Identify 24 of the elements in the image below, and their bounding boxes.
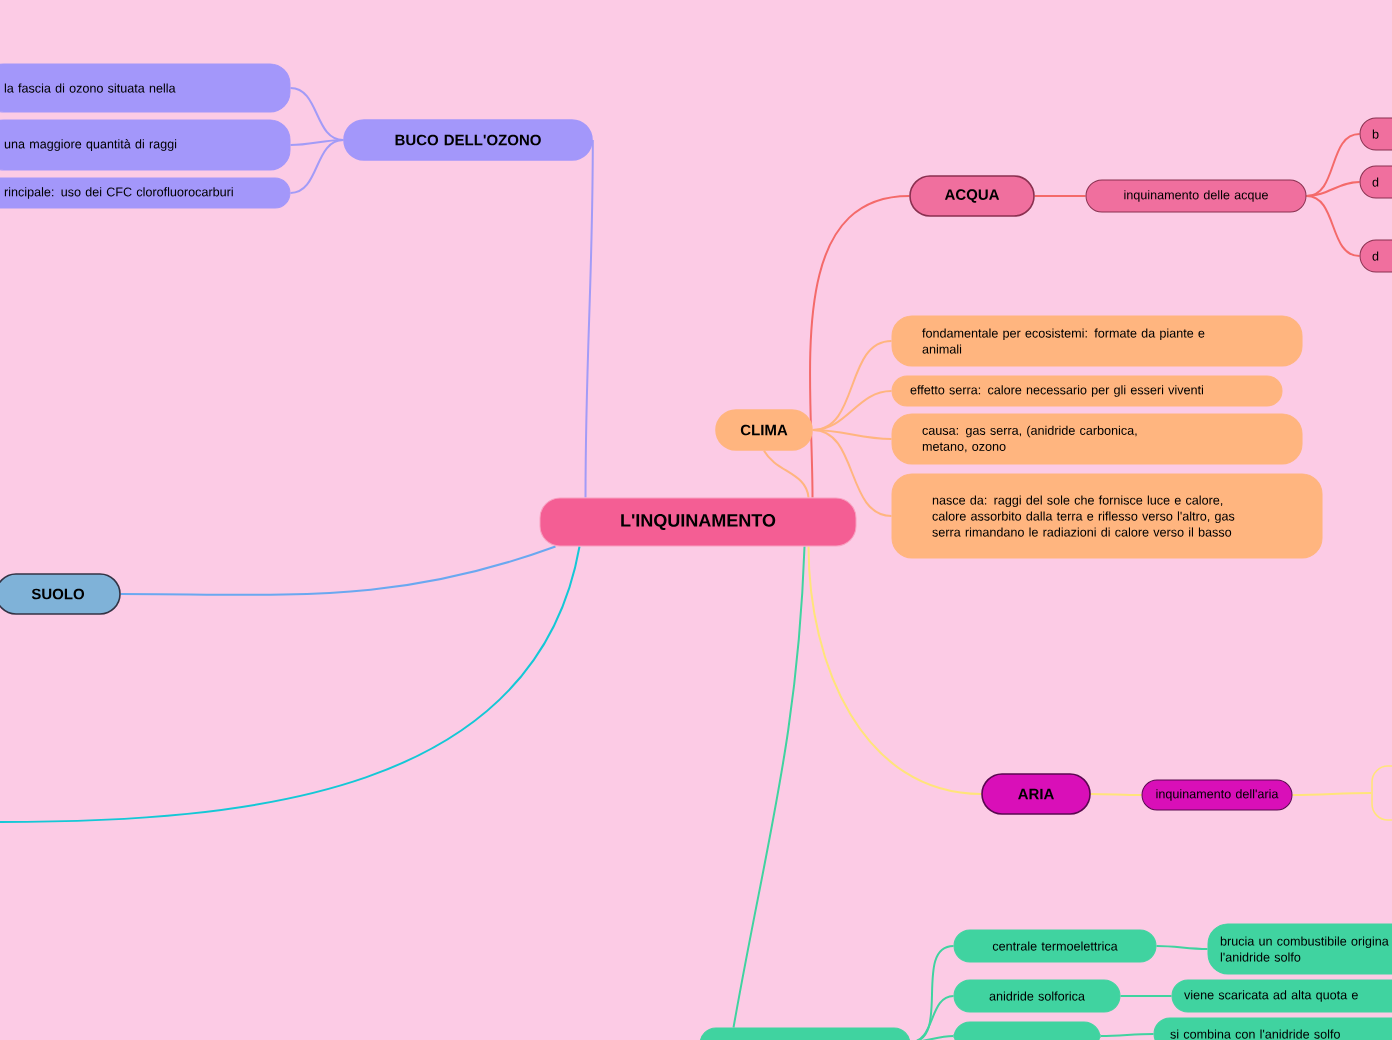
connector-line xyxy=(1155,945,1209,950)
connector-line xyxy=(289,87,345,141)
connector-line xyxy=(1089,793,1143,796)
connector-line xyxy=(1119,995,1173,997)
subtopic-box xyxy=(1371,765,1392,821)
connector-line xyxy=(1033,195,1087,197)
subtopic-box xyxy=(953,1021,1101,1040)
connector-line xyxy=(1305,181,1361,197)
connector-line xyxy=(1305,133,1361,197)
connector-line xyxy=(1099,1033,1155,1037)
connector-line xyxy=(289,139,345,146)
connector-line xyxy=(0,545,581,823)
connector-line xyxy=(1291,792,1373,796)
connector-line xyxy=(1305,195,1361,257)
central-topic-box: L'INQUINAMENTO xyxy=(539,497,857,547)
connector-line xyxy=(811,429,893,517)
connector-line xyxy=(289,139,345,194)
connector-line xyxy=(119,545,557,596)
connector-line xyxy=(763,449,810,499)
connector-line xyxy=(807,545,983,795)
connector-line xyxy=(584,139,594,499)
connector-line xyxy=(732,545,806,1029)
subtopic-box xyxy=(699,1027,911,1040)
connector-line xyxy=(809,195,911,499)
